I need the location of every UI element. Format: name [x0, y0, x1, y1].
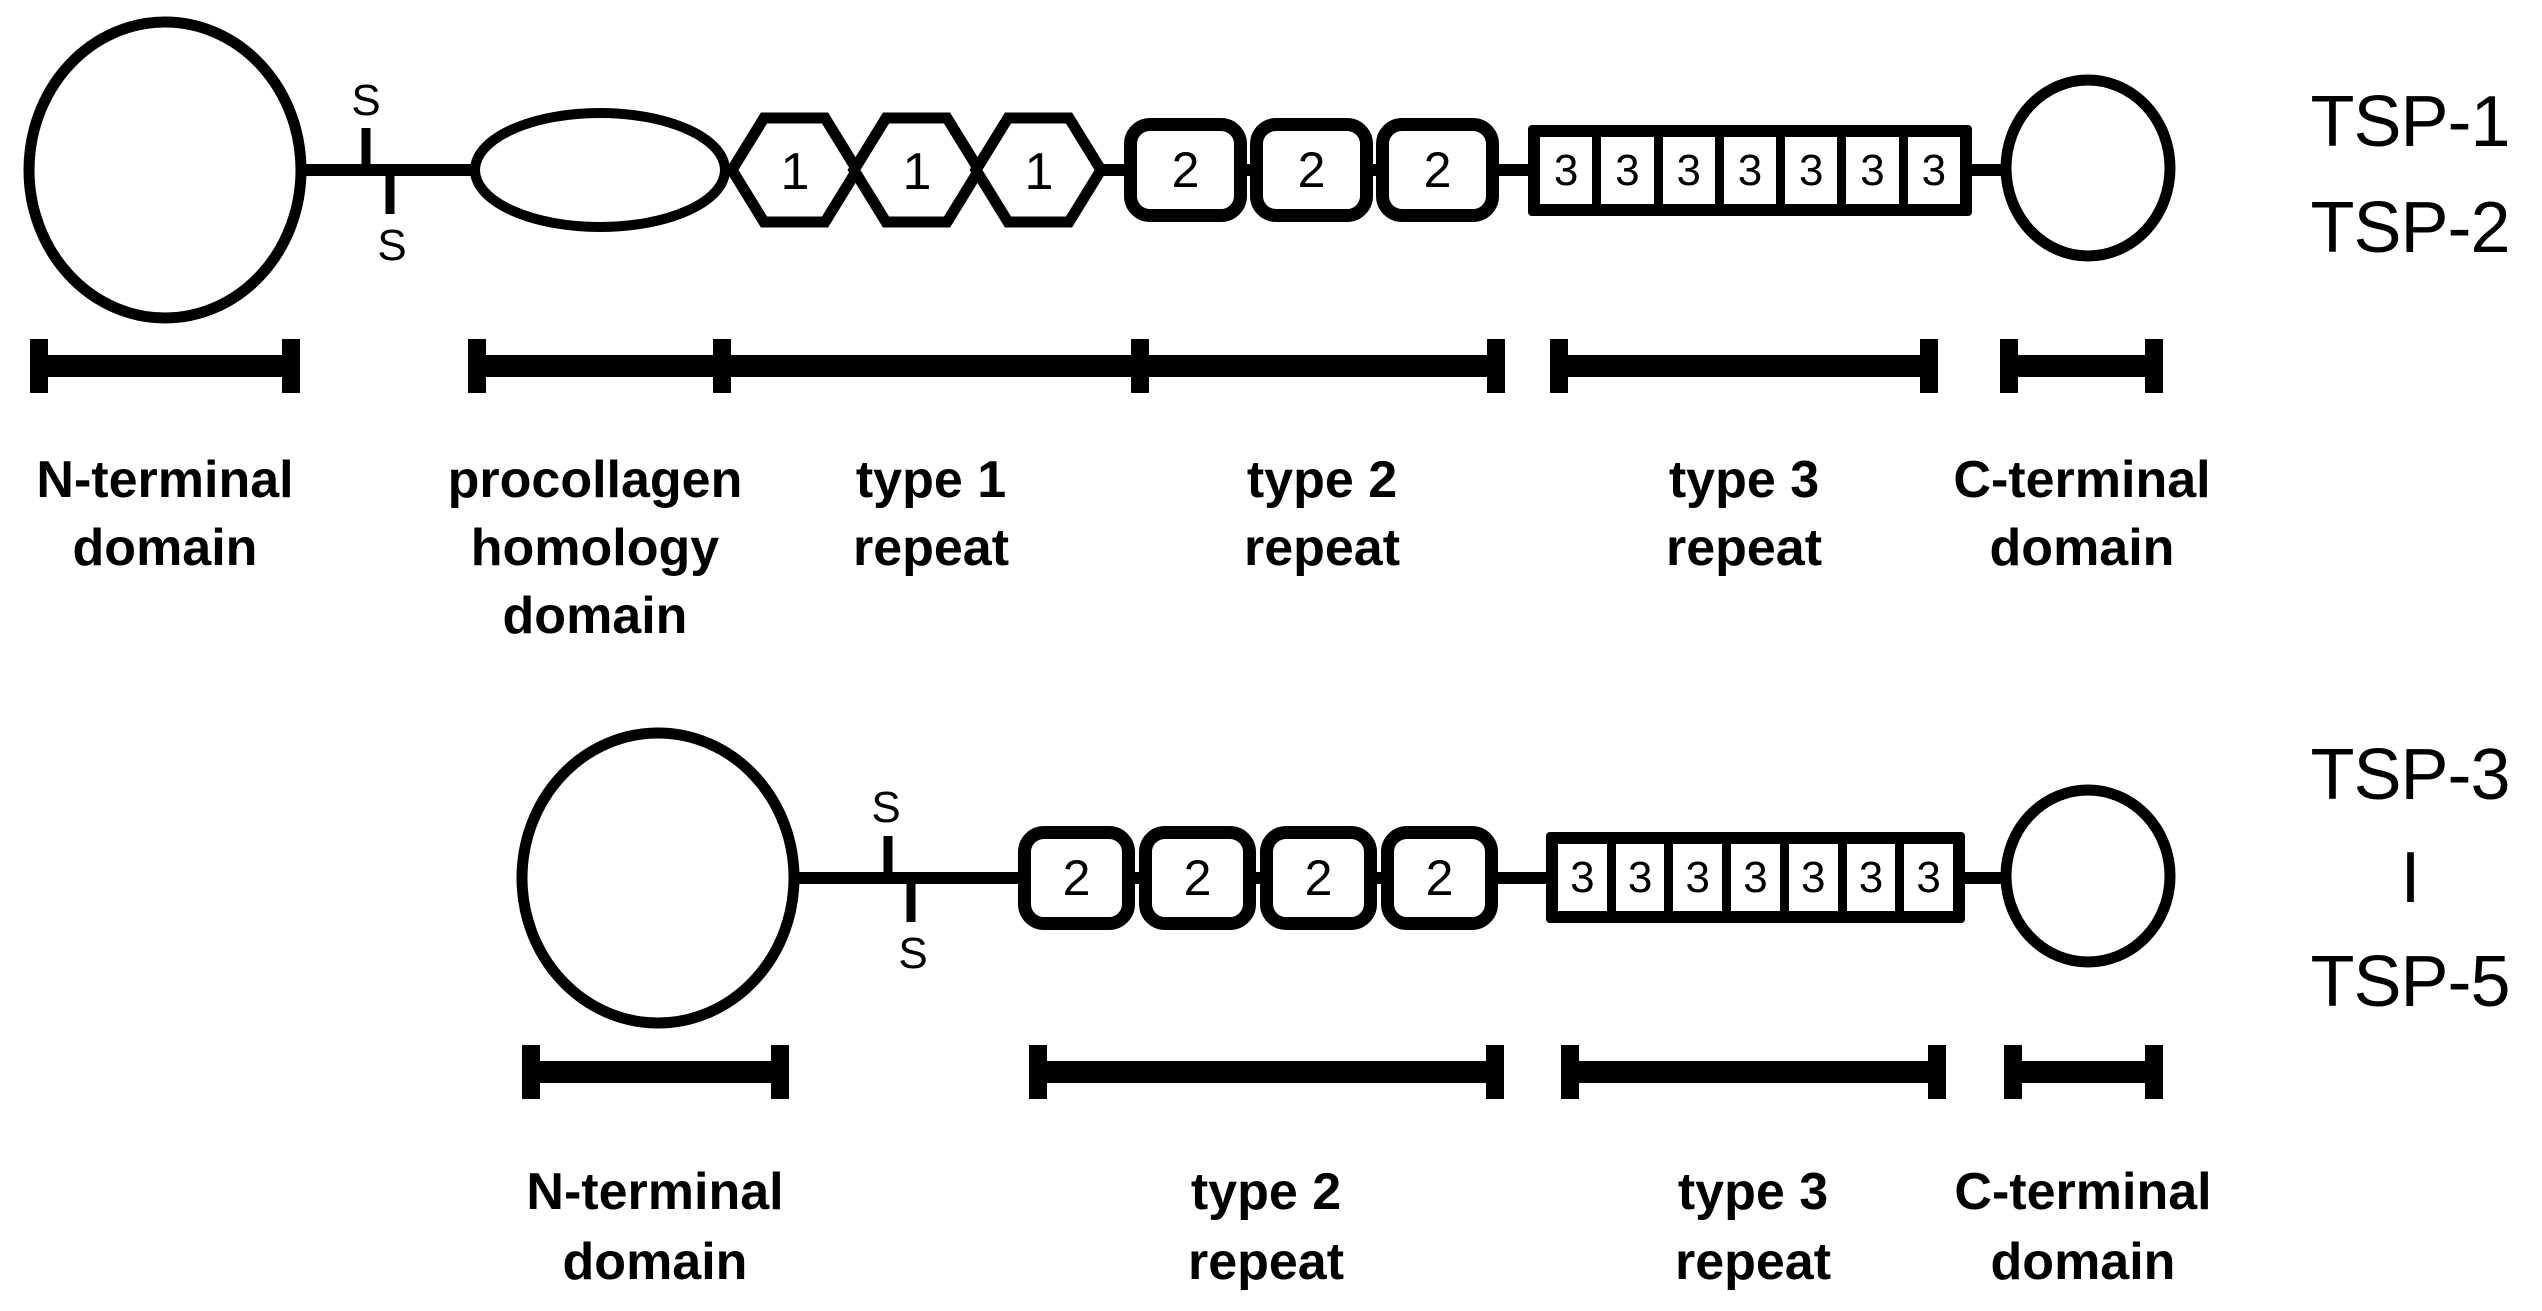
- type3-repeat-unit: 3: [1673, 844, 1732, 911]
- type1-repeat-number: 1: [902, 143, 932, 201]
- type3-repeat-unit: 3: [1731, 844, 1789, 911]
- type2-repeat-number: 2: [1297, 142, 1326, 198]
- label-type2-repeat-bottom: type 2 repeat: [1187, 1163, 1345, 1291]
- bracket-n-terminal-top: [30, 339, 300, 393]
- label-n-terminal-bottom: N-terminal domain: [526, 1163, 784, 1291]
- type3-repeat-number: 3: [1615, 145, 1640, 195]
- type3-repeat-unit: 3: [1724, 137, 1786, 204]
- bottom-disulfide-s-upper-label: S: [871, 783, 901, 832]
- type2-repeat-number: 2: [1304, 850, 1333, 906]
- tsp-range-connector: I: [2400, 838, 2420, 918]
- type3-repeat-unit: 3: [1846, 137, 1908, 204]
- type2-repeat-unit: 2: [1381, 826, 1498, 930]
- label-n-terminal-top: N-terminal domain: [36, 451, 294, 577]
- label-type2-repeat-top: type 2 repeat: [1243, 451, 1401, 577]
- label-type3-repeat-bottom: type 3 repeat: [1674, 1163, 1832, 1291]
- type3-repeat-unit: 3: [1663, 137, 1724, 204]
- top-disulfide-s-upper-label: S: [351, 76, 381, 125]
- label-type1-repeat: type 1 repeat: [852, 451, 1010, 577]
- type3-repeat-unit: 3: [1785, 137, 1847, 204]
- tsp-1-label: TSP-1: [2310, 82, 2510, 162]
- type3-repeat-number: 3: [1737, 145, 1763, 195]
- type3-repeat-number: 3: [1860, 145, 1885, 195]
- type3-repeat-number: 3: [1799, 145, 1824, 195]
- type3-repeat-number: 3: [1800, 852, 1826, 902]
- top-n-terminal-domain-shape: [23, 16, 307, 324]
- tsp-3-label: TSP-3: [2310, 735, 2510, 815]
- type2-repeat-unit: 2: [1260, 826, 1377, 930]
- type3-repeat-unit: 3: [1540, 137, 1602, 204]
- procollagen-homology-domain-shape: [470, 108, 730, 232]
- bottom-c-terminal-domain-shape: [2000, 784, 2176, 968]
- type3-repeat-number: 3: [1916, 852, 1941, 902]
- label-procollagen: procollagen homology domain: [447, 451, 743, 645]
- bracket-c-terminal-top: [2000, 339, 2163, 393]
- type3-repeat-block: 3 3 3 3 3 3 3: [1546, 832, 1965, 923]
- type2-repeat-unit: 2: [1250, 118, 1373, 222]
- type3-repeat-number: 3: [1553, 145, 1579, 195]
- tsp-2-label: TSP-2: [2310, 188, 2510, 268]
- type3-repeat-unit: 3: [1904, 844, 1953, 911]
- type3-repeat-unit: 3: [1558, 844, 1616, 911]
- bracket-type3-top: [1550, 339, 1938, 393]
- bracket-c-terminal-bottom: [2004, 1045, 2163, 1099]
- top-c-terminal-domain-shape: [2000, 74, 2176, 262]
- type3-repeat-unit: 3: [1789, 844, 1847, 911]
- top-disulfide-s-lower-label: S: [377, 221, 407, 270]
- bottom-disulfide-s-lower-label: S: [898, 929, 928, 978]
- type2-repeat-number: 2: [1183, 850, 1212, 906]
- label-c-terminal-bottom: C-terminal domain: [1954, 1163, 2212, 1291]
- type3-repeat-unit: 3: [1908, 137, 1960, 204]
- tsp-5-label: TSP-5: [2310, 942, 2510, 1022]
- type3-repeat-number: 3: [1921, 145, 1947, 195]
- type2-repeat-number: 2: [1425, 850, 1454, 906]
- type2-repeat-unit: 2: [1139, 826, 1256, 930]
- type2-repeat-unit: 2: [1018, 826, 1135, 930]
- type3-repeat-number: 3: [1570, 852, 1595, 902]
- type3-repeat-number: 3: [1858, 852, 1884, 902]
- type2-repeat-number: 2: [1171, 142, 1200, 198]
- bracket-n-terminal-bottom: [522, 1045, 789, 1099]
- bracket-procollagen-type1-type2: [468, 339, 1505, 393]
- type3-repeat-unit: 3: [1616, 844, 1674, 911]
- type2-repeat-number: 2: [1062, 850, 1091, 906]
- type3-repeat-unit: 3: [1601, 137, 1663, 204]
- type3-repeat-number: 3: [1676, 145, 1701, 195]
- type1-repeat-number: 1: [780, 143, 810, 201]
- type1-repeat-unit-shape: [969, 112, 1108, 228]
- label-c-terminal-top: C-terminal domain: [1953, 451, 2211, 577]
- bracket-type3-bottom: [1561, 1045, 1946, 1099]
- type2-repeat-unit: 2: [1124, 118, 1247, 222]
- type3-repeat-number: 3: [1685, 852, 1711, 902]
- type1-repeat-number: 1: [1024, 143, 1054, 201]
- type2-repeat-number: 2: [1423, 142, 1452, 198]
- bracket-type2-bottom: [1029, 1045, 1504, 1099]
- label-type3-repeat-top: type 3 repeat: [1665, 451, 1823, 577]
- type3-repeat-block: 3 3 3 3 3 3 3: [1528, 125, 1972, 216]
- type3-repeat-number: 3: [1743, 852, 1768, 902]
- type2-repeat-unit: 2: [1376, 118, 1499, 222]
- bottom-n-terminal-domain-shape: [516, 727, 800, 1029]
- type3-repeat-number: 3: [1627, 852, 1653, 902]
- type3-repeat-unit: 3: [1847, 844, 1905, 911]
